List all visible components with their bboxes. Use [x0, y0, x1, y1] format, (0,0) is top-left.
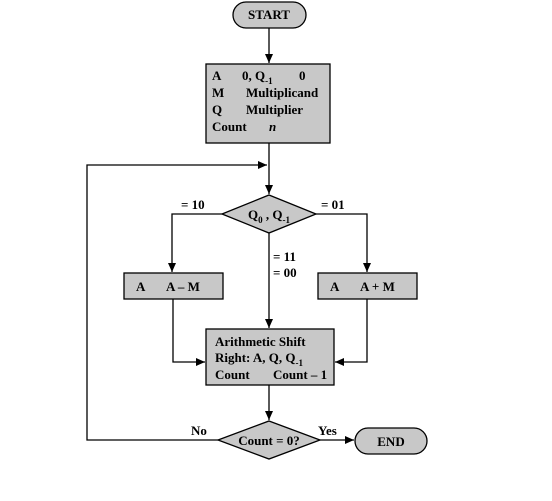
branch-10-label: = 10 [181, 197, 205, 212]
init-line-2: M Multiplicand [212, 85, 319, 100]
arrow-branch-01 [316, 213, 371, 272]
add-op: A + M [360, 279, 395, 294]
subtract-reg: A [136, 279, 146, 294]
add-reg: A [330, 279, 340, 294]
subtract-op: A – M [166, 279, 200, 294]
start-node: START [232, 1, 307, 29]
loop-back-arrow [86, 161, 267, 441]
end-label: END [377, 434, 404, 449]
subtract-box: A A – M [123, 272, 224, 300]
arrow-branch-10 [168, 213, 222, 272]
decision-q-label: Q0 , Q-1 [248, 207, 290, 225]
shift-line-3: Count Count – 1 [215, 367, 327, 382]
add-box: A A + M [317, 272, 418, 300]
initialize-box: A 0, Q-1 0 M Multiplicand Q Multiplier C… [205, 63, 331, 144]
decision-count-zero: Count = 0? [216, 420, 322, 460]
branch-01-label: = 01 [321, 197, 345, 212]
decision-q0-q-1: Q0 , Q-1 [220, 194, 318, 234]
shift-line-1: Arithmetic Shift [215, 334, 306, 349]
arithmetic-shift-box: Arithmetic Shift Right: A, Q, Q-1 Count … [205, 328, 335, 386]
start-label: START [248, 7, 290, 22]
arrow-subtract-to-shift [172, 299, 205, 366]
init-line-3: Q Multiplier [212, 102, 303, 117]
end-node: END [354, 427, 428, 455]
init-line-1: A 0, Q-1 0 [212, 68, 306, 87]
yes-label: Yes [318, 423, 337, 438]
init-line-4: Count n [212, 119, 276, 134]
no-label: No [191, 423, 207, 438]
branch-00-label: = 00 [273, 265, 297, 280]
branch-11-label: = 11 [273, 249, 296, 264]
decision-count-label: Count = 0? [238, 433, 300, 448]
shift-line-2: Right: A, Q, Q-1 [215, 350, 304, 368]
arrow-add-to-shift [335, 299, 368, 366]
